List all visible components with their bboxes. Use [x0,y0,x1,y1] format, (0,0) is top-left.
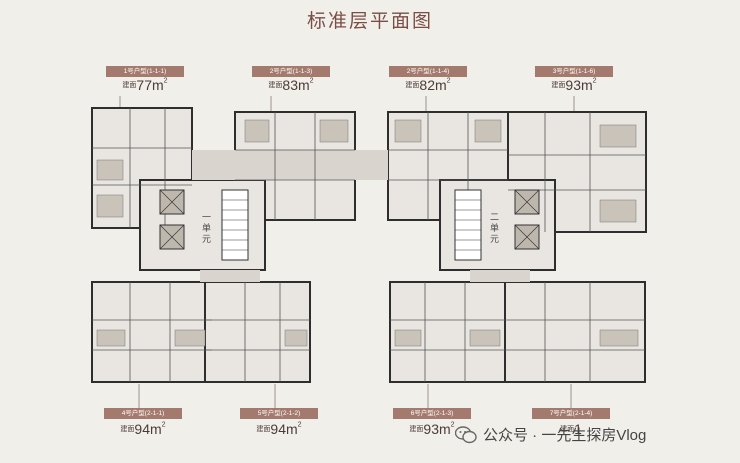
unit-area: 建面93m2 [409,420,455,437]
unit-tag: 2号户型(1-1-4) [389,66,467,77]
unit-tag: 3号户型(1-1-6) [535,66,613,77]
unit-tag: 7号户型(2-1-4) [532,408,610,419]
unit-tag: 2号户型(1-1-3) [252,66,330,77]
unit-area: 建面77m2 [122,76,168,93]
watermark-text: 公众号 · 一先生探房Vlog [483,427,647,444]
unit-tag: 1号户型(1-1-1) [106,66,184,77]
unit-area: 建面1 [560,420,582,437]
unit-tag: 4号户型(2-1-1) [104,408,182,419]
unit-area: 建面83m2 [268,76,314,93]
unit-area: 建面94m2 [256,420,302,437]
unit-block-label: 二单元 [489,212,499,245]
page-title: 标准层平面图 [306,11,433,32]
unit-area: 建面94m2 [120,420,166,437]
unit-tag: 6号户型(2-1-3) [393,408,471,419]
unit-area: 建面82m2 [405,76,451,93]
unit-area: 建面93m2 [551,76,597,93]
unit-block-label: 一单元 [201,212,211,245]
unit-tag: 5号户型(2-1-2) [240,408,318,419]
watermark: 公众号 · 一先生探房Vlog [455,424,646,445]
wechat-icon [455,425,477,443]
